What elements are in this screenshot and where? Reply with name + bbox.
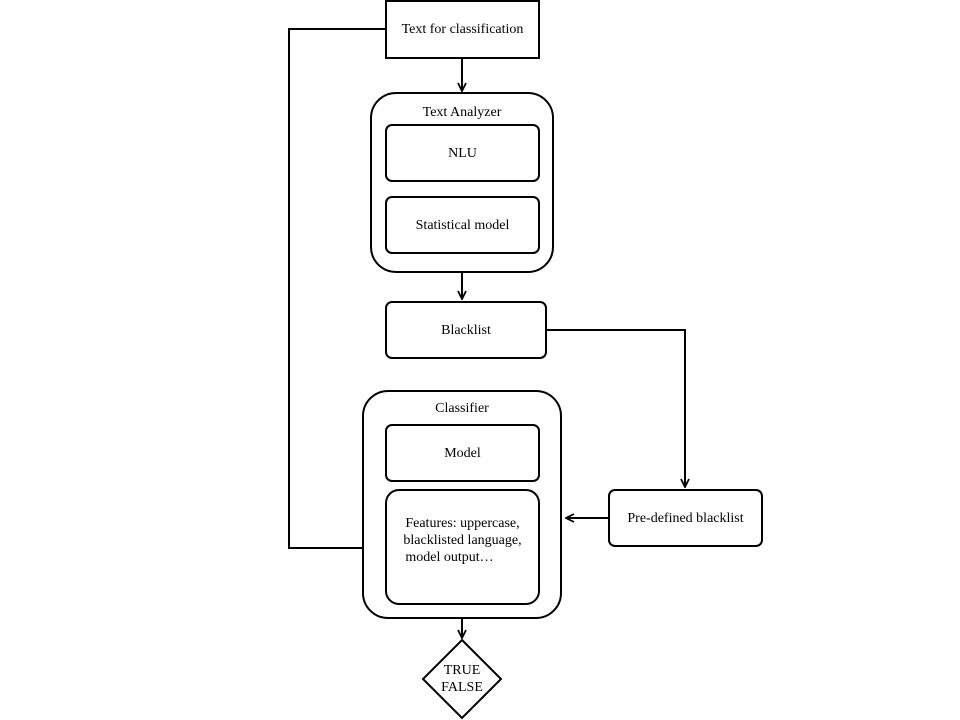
model-label: Model	[444, 445, 481, 461]
nlu-label: NLU	[448, 145, 477, 161]
decision-diamond	[421, 638, 503, 720]
features-node: Features: uppercase, blacklisted languag…	[385, 489, 540, 605]
decision-label: TRUE FALSE	[427, 662, 497, 696]
statistical-model-label: Statistical model	[415, 217, 510, 233]
model-node: Model	[385, 424, 540, 482]
predefined-blacklist-node: Pre-defined blacklist	[608, 489, 763, 547]
input-node-label: Text for classification	[401, 22, 524, 37]
statistical-model-node: Statistical model	[385, 196, 540, 254]
blacklist-node: Blacklist	[385, 301, 547, 359]
features-line-1: Features: uppercase,	[405, 515, 520, 531]
predefined-blacklist-label: Pre-defined blacklist	[627, 510, 744, 526]
nlu-node: NLU	[385, 124, 540, 182]
input-node: Text for classification	[385, 0, 540, 59]
decision-false-label: FALSE	[441, 680, 483, 695]
arrow-blacklist-to-predefined	[546, 329, 685, 487]
text-analyzer-title: Text Analyzer	[422, 105, 502, 120]
classifier-title: Classifier	[435, 401, 489, 416]
arrow-input-to-features	[288, 28, 385, 548]
blacklist-label: Blacklist	[441, 322, 491, 338]
decision-true-label: TRUE	[443, 663, 481, 678]
features-line-2: blacklisted language,	[403, 532, 522, 548]
features-line-3: model output…	[405, 549, 494, 565]
